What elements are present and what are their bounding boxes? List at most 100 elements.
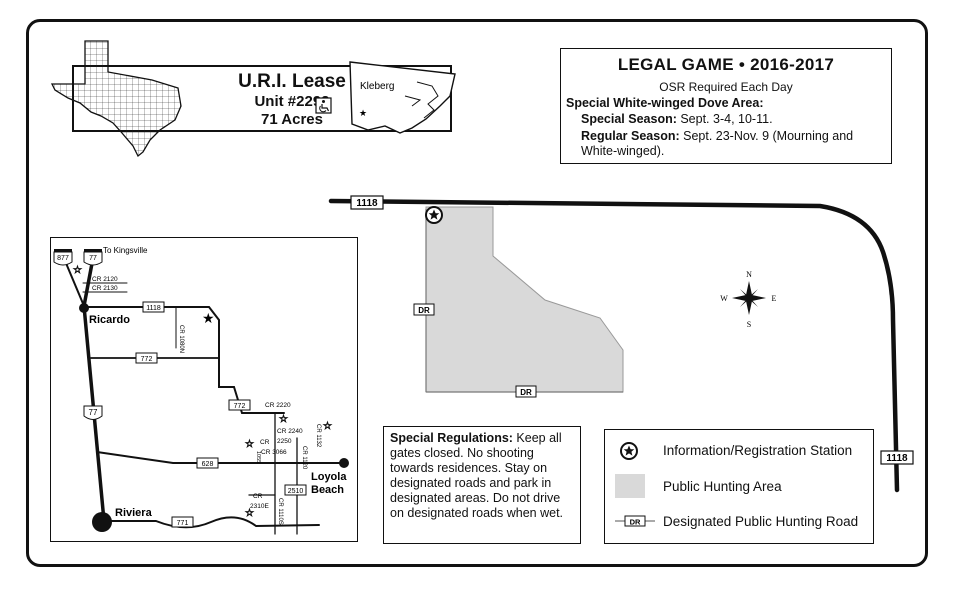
registration-station-icon bbox=[425, 206, 443, 224]
road-1118-main bbox=[328, 198, 900, 493]
cr-1120-label: CR 1120 bbox=[301, 446, 307, 470]
special-regulations-label: Special Regulations: bbox=[390, 431, 513, 445]
legend-station-label: Information/Registration Station bbox=[663, 443, 853, 458]
riviera-town-marker bbox=[92, 512, 112, 532]
small-star-2: ☆ bbox=[279, 414, 288, 425]
road-628-label: 628 bbox=[202, 461, 214, 468]
compass-w: W bbox=[720, 294, 728, 303]
cr-1055-label: 1055 bbox=[255, 451, 261, 463]
cr-2220-label: CR 2220 bbox=[265, 402, 291, 409]
legal-game-title: LEGAL GAME • 2016-2017 bbox=[617, 55, 835, 74]
hwy-77-mid-label: 77 bbox=[89, 408, 98, 417]
accessible-icon bbox=[315, 97, 332, 114]
loyola-beach-town-marker bbox=[339, 458, 349, 468]
regular-season-label: Regular Season: bbox=[581, 129, 680, 143]
regular-season-line: Regular Season: Sept. 23-Nov. 9 (Mournin… bbox=[581, 129, 871, 159]
legend-public-area-swatch bbox=[615, 474, 645, 498]
marker-2510: 2510 bbox=[284, 484, 307, 496]
road-2510-label: 2510 bbox=[288, 488, 304, 495]
road-label-1118-top: 1118 bbox=[356, 198, 378, 209]
lease-acres: 71 Acres bbox=[261, 111, 323, 128]
to-kingsville-label: To Kingsville bbox=[103, 246, 148, 255]
kleberg-coastline bbox=[404, 81, 439, 119]
legend-road-marker: DR bbox=[630, 518, 641, 527]
hwy-77-road bbox=[82, 256, 106, 523]
route-shield-1118-top: 1118 bbox=[350, 195, 384, 210]
small-star-4: ☆ bbox=[245, 439, 254, 450]
legal-game-box: LEGAL GAME • 2016-2017 OSR Required Each… bbox=[560, 48, 892, 164]
marker-771: 771 bbox=[171, 516, 194, 528]
cr-3066-label: CR 3066 bbox=[261, 449, 287, 456]
osr-requirement: OSR Required Each Day bbox=[659, 80, 793, 94]
special-season-line: Special Season: Sept. 3-4, 10-11. bbox=[581, 112, 773, 126]
kleberg-county-outline bbox=[349, 61, 456, 134]
regular-season-dates: Sept. 23-Nov. 9 (Mourning and White-wing… bbox=[581, 129, 854, 158]
cr-2120-label: CR 2120 bbox=[92, 276, 118, 283]
road-label-1118-right: 1118 bbox=[886, 453, 908, 464]
compass-e: E bbox=[772, 294, 777, 303]
riviera-label: Riviera bbox=[115, 507, 153, 519]
cr-2310e-label-1: CR bbox=[253, 493, 263, 500]
kleberg-label: Kleberg bbox=[360, 81, 394, 92]
marker-628: 628 bbox=[196, 457, 219, 469]
small-star-3: ☆ bbox=[323, 421, 332, 432]
road-772-a-label: 772 bbox=[141, 356, 153, 363]
lease-location-star: ★ bbox=[202, 310, 215, 326]
special-regulations-text: Special Regulations: Keep all gates clos… bbox=[390, 431, 574, 521]
cr-1110s-label: CR 1110S bbox=[277, 498, 283, 525]
road-1118-inset-label: 1118 bbox=[146, 305, 161, 312]
cr-1080n-label: CR 1080N bbox=[178, 325, 184, 353]
cr-2240-label: CR 2240 bbox=[277, 428, 303, 435]
road-771-inset bbox=[103, 516, 320, 529]
shield-877: 877 bbox=[53, 249, 73, 266]
dr-label-south: DR bbox=[520, 388, 532, 397]
legend-road-label: Designated Public Hunting Road bbox=[663, 514, 859, 529]
marker-1118-inset: 1118 bbox=[142, 301, 165, 313]
hwy-77-top-label: 77 bbox=[89, 255, 97, 262]
road-772-b-label: 772 bbox=[234, 403, 246, 410]
cr-2130-label: CR 2130 bbox=[92, 285, 118, 292]
road-1118-inset bbox=[83, 306, 285, 414]
marker-772-b: 772 bbox=[228, 399, 251, 411]
compass-s: S bbox=[747, 320, 751, 329]
ricardo-label: Ricardo bbox=[89, 314, 130, 326]
dr-marker-west: DR bbox=[413, 303, 435, 316]
legend-public-area-label: Public Hunting Area bbox=[663, 479, 782, 494]
marker-772-a: 772 bbox=[135, 352, 158, 364]
cr-1132-label: CR 1132 bbox=[315, 424, 321, 448]
kleberg-location-star: ★ bbox=[359, 108, 367, 118]
inset-map-svg: ★ ☆ ☆ ☆ ☆ ☆ 877 77 77 To Kingsville CR 2… bbox=[53, 246, 349, 535]
cr-small-label: CR bbox=[260, 439, 270, 446]
small-star-5: ☆ bbox=[245, 508, 254, 519]
lease-unit: Unit #2292 bbox=[254, 93, 330, 110]
lease-name: U.R.I. Lease bbox=[238, 71, 346, 92]
road-771-label: 771 bbox=[177, 520, 189, 527]
compass-n: N bbox=[746, 270, 752, 279]
cr-2250-label: 2250 bbox=[277, 438, 292, 445]
inset-locator-map: ★ ☆ ☆ ☆ ☆ ☆ 877 77 77 To Kingsville CR 2… bbox=[50, 237, 358, 542]
legend-road-icon: DR bbox=[615, 515, 655, 527]
cr-2310e-label-2: 2310E bbox=[250, 503, 269, 510]
road-628-inset bbox=[96, 451, 345, 464]
loyola-label: Loyola bbox=[311, 471, 347, 483]
shield-77-top: 77 bbox=[83, 249, 103, 266]
legend-box: Information/Registration Station Public … bbox=[604, 429, 874, 544]
legend-station-icon bbox=[620, 442, 638, 460]
special-season-label: Special Season: bbox=[581, 112, 677, 126]
dr-marker-south: DR bbox=[515, 385, 537, 398]
route-shield-1118-right: 1118 bbox=[880, 450, 914, 465]
special-regulations-box: Special Regulations: Keep all gates clos… bbox=[383, 426, 581, 544]
small-star-1: ☆ bbox=[73, 265, 82, 276]
ricardo-town-marker bbox=[79, 303, 89, 313]
hwy-877-label: 877 bbox=[57, 255, 69, 262]
special-regulations-body: Keep all gates closed. No shooting towar… bbox=[390, 431, 564, 520]
beach-label: Beach bbox=[311, 484, 344, 496]
dove-area-heading: Special White-winged Dove Area: bbox=[566, 96, 764, 110]
shield-77-mid: 77 bbox=[83, 405, 103, 420]
dr-label-west: DR bbox=[418, 306, 430, 315]
special-season-dates: Sept. 3-4, 10-11. bbox=[676, 112, 773, 126]
texas-state-icon bbox=[50, 40, 182, 158]
compass-rose-icon: N S E W bbox=[720, 270, 776, 329]
